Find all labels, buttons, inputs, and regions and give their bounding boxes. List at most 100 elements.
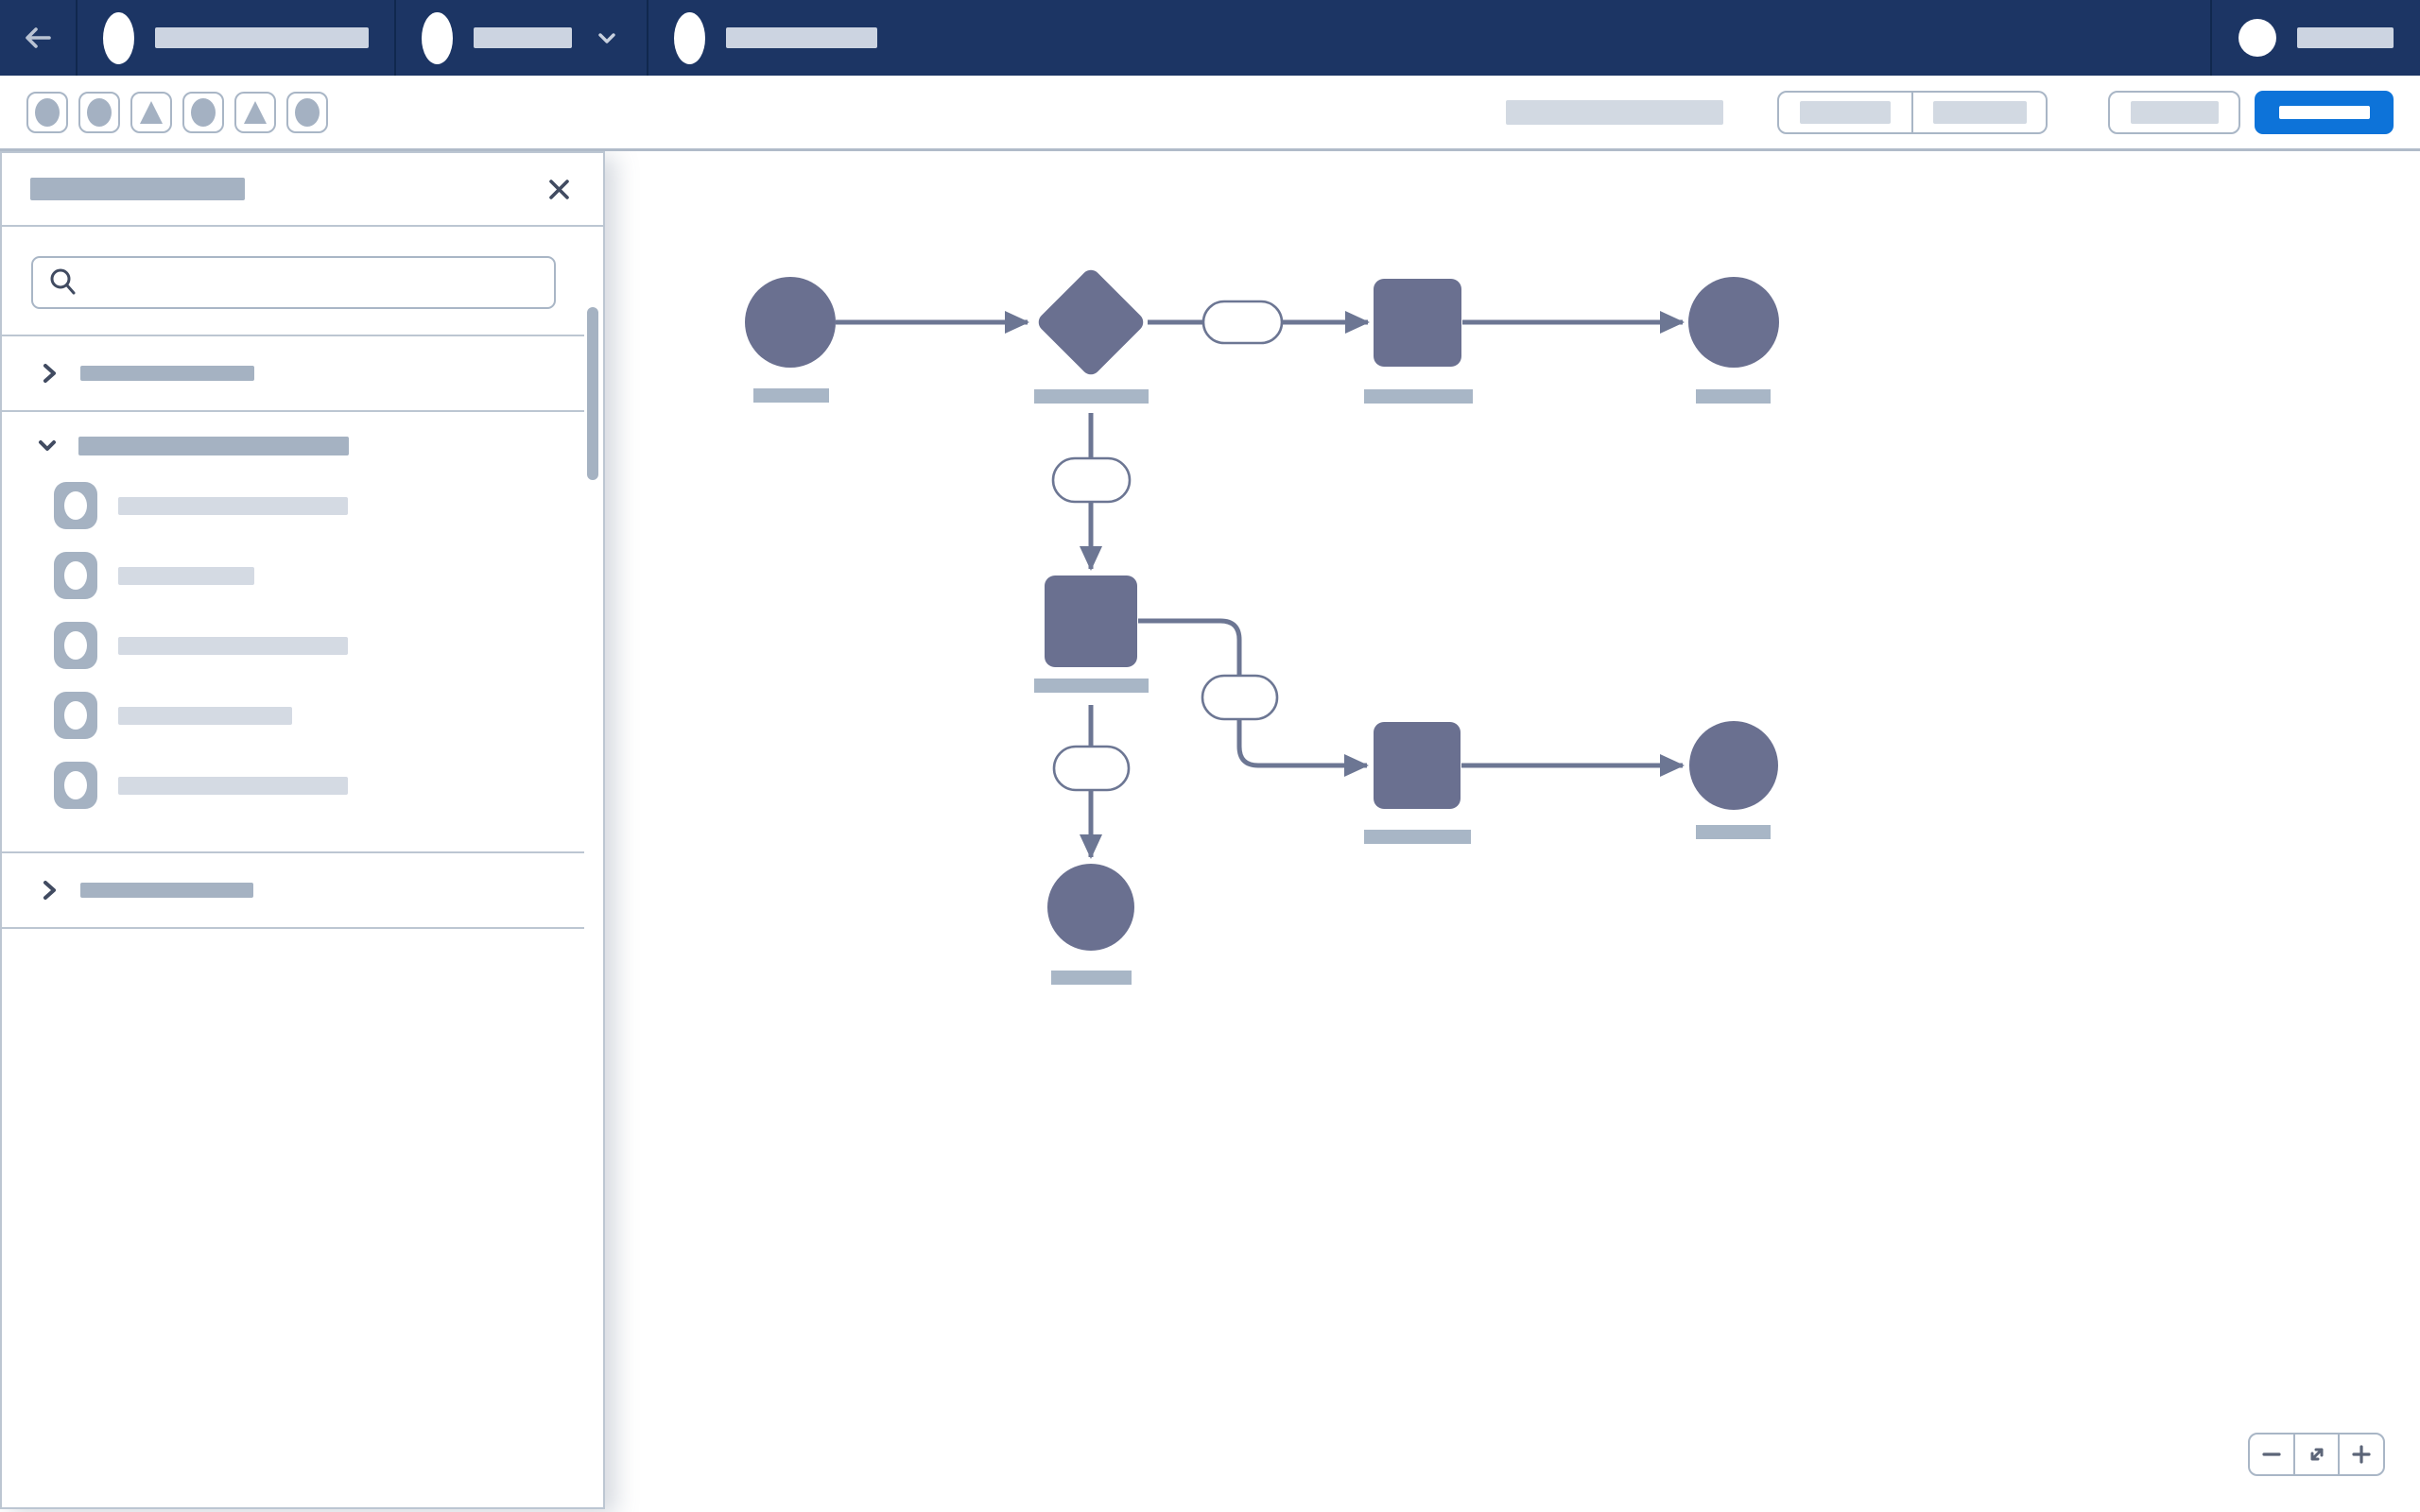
item-label-placeholder	[118, 776, 348, 795]
flow-connector[interactable]	[1236, 720, 1369, 777]
panel-header	[2, 153, 603, 227]
flow-node-task-3[interactable]	[1374, 722, 1461, 809]
flow-node-label-placeholder	[1364, 830, 1471, 844]
item-label-placeholder	[118, 496, 348, 515]
shape-list-item-2[interactable]	[2, 552, 584, 599]
item-label-placeholder	[118, 566, 254, 585]
flow-node-label-placeholder	[1034, 679, 1149, 693]
shape-thumbnail-icon	[54, 552, 97, 599]
minus-icon	[2262, 1452, 2281, 1456]
shape-tool-circle-1[interactable]	[26, 91, 68, 133]
shape-tool-triangle-3[interactable]	[130, 91, 172, 133]
flow-node-connector-2[interactable]	[1051, 456, 1132, 504]
shape-thumbnail-icon	[54, 762, 97, 809]
flow-node-task-2[interactable]	[1045, 576, 1137, 667]
flow-node-connector-4[interactable]	[1052, 745, 1131, 792]
flow-node-start[interactable]	[745, 277, 836, 368]
segmented-button-2[interactable]	[1911, 92, 2046, 132]
secondary-button[interactable]	[2108, 90, 2240, 134]
oval-avatar	[422, 11, 453, 64]
button-label-placeholder	[2130, 100, 2219, 124]
segmented-button-1[interactable]	[1779, 93, 1911, 132]
shape-thumbnail-icon	[54, 622, 97, 669]
shape-toolbar	[0, 76, 2420, 151]
panel-scroll-area	[2, 229, 586, 1507]
panel-section-3-collapsed[interactable]	[2, 853, 584, 929]
circle-icon	[295, 97, 320, 127]
text-placeholder	[474, 27, 572, 48]
shape-thumbnail-icon	[54, 482, 97, 529]
shape-thumbnail-icon	[54, 692, 97, 739]
chevron-down-icon	[39, 440, 56, 451]
avatar	[2238, 19, 2276, 57]
flow-node-label-placeholder	[1696, 389, 1771, 404]
shape-list-item-5[interactable]	[2, 762, 584, 809]
flow-node-end-2[interactable]	[1689, 721, 1778, 810]
shapes-side-panel	[0, 151, 605, 1509]
close-icon	[548, 179, 569, 199]
shape-list-item-3[interactable]	[2, 622, 584, 669]
oval-avatar	[103, 11, 134, 64]
flow-node-label-placeholder	[1696, 825, 1771, 839]
flow-node-connector-1[interactable]	[1201, 300, 1284, 345]
oval-avatar	[674, 11, 705, 64]
flow-node-label-placeholder	[1034, 389, 1149, 404]
topbar-section-status[interactable]	[647, 0, 903, 76]
zoom-out-button[interactable]	[2250, 1435, 2293, 1474]
button-label-placeholder	[2278, 105, 2370, 119]
flow-node-label-placeholder	[1051, 971, 1132, 985]
fit-view-button[interactable]	[2292, 1435, 2339, 1474]
flow-node-label-placeholder	[1364, 389, 1473, 404]
shape-list-item-4[interactable]	[2, 692, 584, 739]
top-navigation-bar	[0, 0, 2420, 76]
item-label-placeholder	[118, 706, 292, 725]
section-title-placeholder	[80, 883, 253, 898]
triangle-icon	[244, 100, 267, 124]
shape-tool-circle-2[interactable]	[78, 91, 120, 133]
fit-view-icon	[2310, 1448, 2323, 1461]
chevron-right-icon	[43, 881, 56, 900]
flow-node-connector-3[interactable]	[1201, 674, 1279, 721]
arrow-left-icon	[26, 27, 51, 48]
panel-search-block	[2, 229, 584, 336]
flow-node-end-3[interactable]	[1047, 864, 1134, 951]
plus-icon	[2352, 1445, 2371, 1464]
section-title-placeholder	[78, 437, 349, 455]
shape-tool-circle-6[interactable]	[286, 91, 328, 133]
topbar-section-document[interactable]	[76, 0, 394, 76]
circle-icon	[191, 97, 216, 127]
toolbar-label-placeholder	[1506, 99, 1723, 125]
panel-scrollbar-track[interactable]	[584, 229, 601, 1507]
shape-list-item-1[interactable]	[2, 482, 584, 529]
section-title-placeholder	[80, 366, 254, 381]
flow-node-end-1[interactable]	[1688, 277, 1779, 368]
toolbar-segmented-group	[1777, 90, 2048, 134]
topbar-section-workspace[interactable]	[394, 0, 647, 76]
search-input[interactable]	[80, 263, 541, 302]
zoom-in-button[interactable]	[2338, 1435, 2383, 1474]
flow-node-decision[interactable]	[1035, 266, 1148, 379]
primary-button[interactable]	[2255, 90, 2394, 134]
flow-node-task-1[interactable]	[1374, 279, 1461, 367]
close-panel-button[interactable]	[543, 173, 575, 205]
panel-section-1-collapsed[interactable]	[2, 336, 584, 412]
canvas-zoom-controls	[2248, 1433, 2385, 1476]
panel-title-placeholder	[30, 178, 245, 200]
flow-connector[interactable]	[1138, 618, 1242, 675]
circle-icon	[35, 97, 60, 127]
search-box	[31, 256, 556, 309]
text-placeholder	[155, 27, 369, 48]
button-label-placeholder	[1800, 100, 1891, 124]
text-placeholder	[726, 27, 877, 48]
user-menu[interactable]	[2210, 0, 2420, 76]
panel-scrollbar-thumb[interactable]	[587, 307, 598, 480]
chevron-down-icon	[598, 33, 615, 43]
chevron-right-icon	[43, 364, 56, 383]
triangle-icon	[140, 100, 163, 124]
shape-tool-triangle-5[interactable]	[234, 91, 276, 133]
flow-node-label-placeholder	[753, 388, 829, 403]
back-button[interactable]	[0, 0, 76, 76]
section-header[interactable]	[2, 433, 584, 459]
shape-tool-circle-4[interactable]	[182, 91, 224, 133]
